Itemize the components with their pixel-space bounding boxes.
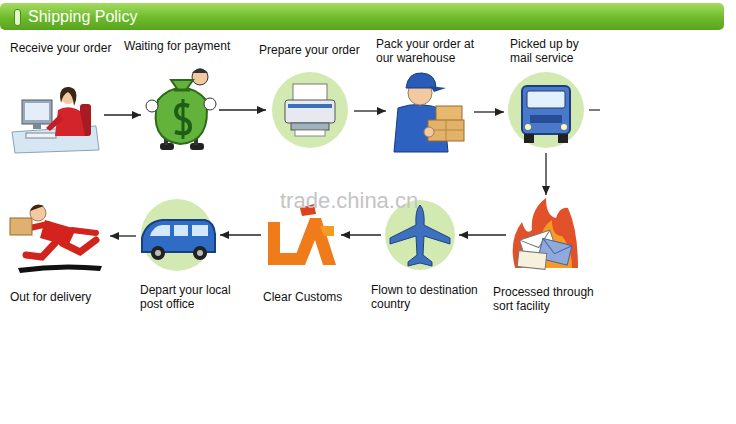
- illustration-part: [293, 84, 327, 102]
- office-icon: [12, 87, 99, 153]
- illustration-part: [197, 250, 203, 256]
- flow-arrow: [219, 109, 266, 110]
- illustration-part: [26, 242, 56, 257]
- illustration-part: [142, 220, 215, 252]
- illustration-part: [192, 69, 208, 85]
- illustration-part: [530, 115, 562, 123]
- illustration-part: [272, 72, 348, 148]
- illustration-part: [204, 98, 216, 110]
- flow-arrow: [220, 234, 261, 235]
- illustration-part: [33, 124, 41, 129]
- flow-arrow: [110, 235, 136, 236]
- illustration-part: [525, 124, 531, 130]
- illustration-part: [155, 250, 161, 256]
- flow-arrow: [104, 114, 141, 115]
- illustration-part: [22, 100, 52, 124]
- title-bar: Shipping Policy: [0, 3, 724, 30]
- step-label: Receive your order: [10, 41, 111, 55]
- step-node: Waiting for payment: [145, 65, 215, 155]
- illustration-part: [522, 86, 570, 134]
- flow-arrow: [354, 110, 386, 111]
- illustration-part: [10, 218, 32, 235]
- illustration-part: [390, 205, 450, 266]
- illustration-part: [141, 199, 213, 271]
- illustration-part: [60, 87, 76, 106]
- step-node: Out for delivery: [6, 200, 106, 275]
- illustration-part: [291, 123, 329, 130]
- illustration-part: [558, 134, 568, 143]
- illustration-part: [156, 88, 207, 144]
- illustration-part: [524, 134, 534, 143]
- customs-icon: [268, 204, 336, 265]
- illustration-part: [436, 106, 462, 121]
- illustration-part: [527, 91, 565, 108]
- title: Shipping Policy: [28, 7, 137, 26]
- illustration-part: [430, 86, 446, 92]
- printer-icon: [272, 72, 348, 148]
- flow-arrow: [474, 111, 504, 112]
- payment-icon: [146, 69, 216, 151]
- illustration-part: [292, 218, 336, 265]
- illustration-part: [72, 230, 96, 233]
- flow-arrow: [459, 234, 506, 235]
- illustration-part: [146, 100, 158, 112]
- illustration-part: [46, 114, 63, 131]
- illustration-part: [285, 100, 335, 123]
- illustration-part: [517, 251, 547, 270]
- van-icon: [141, 199, 215, 271]
- illustration-part: [192, 225, 208, 236]
- illustration-part: [150, 225, 170, 236]
- illustration-part: [508, 72, 584, 148]
- illustration-part: [30, 224, 48, 228]
- illustration-part: [25, 103, 49, 120]
- illustration-part: [171, 80, 193, 90]
- step-node: Prepare your order: [270, 72, 350, 148]
- step-label: Clear Customs: [263, 290, 342, 304]
- flow-arrow: [545, 153, 546, 195]
- step-node: Processed through sort facility: [510, 198, 580, 270]
- truck-icon: [508, 72, 584, 148]
- step-label: Out for delivery: [10, 290, 91, 304]
- step-label: Flown to destination country: [371, 283, 487, 311]
- illustration-part: [151, 246, 165, 260]
- illustration-part: [424, 127, 434, 137]
- watermark: trade.china.cn: [280, 188, 418, 214]
- stray-arrow: [589, 109, 600, 110]
- step-node: Depart your local post office: [140, 199, 216, 270]
- illustration-part: [193, 246, 207, 260]
- illustration-part: [174, 89, 190, 92]
- illustration-part: [561, 124, 567, 130]
- packer-icon: [394, 73, 464, 152]
- title-icon: [14, 9, 21, 26]
- illustration-part: [18, 264, 102, 273]
- step-label: Pack your order at our warehouse: [376, 37, 476, 65]
- step-label: Depart your local post office: [140, 283, 236, 311]
- step-label: Prepare your order: [259, 43, 360, 57]
- step-label: Processed through sort facility: [493, 285, 601, 313]
- illustration-part: [182, 99, 185, 139]
- illustration-part: [295, 130, 325, 136]
- illustration-part: [517, 251, 547, 270]
- sort-icon: [513, 198, 578, 269]
- illustration-part: [320, 226, 334, 236]
- illustration-part: [30, 205, 46, 221]
- step-node: Picked up by mail service: [508, 72, 584, 150]
- illustration-part: [174, 225, 188, 236]
- illustration-part: [288, 104, 332, 108]
- flow-arrow: [341, 234, 381, 235]
- illustration-part: [26, 133, 56, 138]
- illustration-part: [192, 69, 208, 74]
- step-node: Receive your order: [10, 85, 100, 155]
- illustration-part: [30, 205, 44, 211]
- step-label: Picked up by mail service: [510, 37, 592, 65]
- illustration-part: [406, 73, 436, 88]
- step-label: Waiting for payment: [124, 39, 230, 53]
- runner-icon: [10, 205, 102, 273]
- step-node: Pack your order at our warehouse: [390, 70, 470, 155]
